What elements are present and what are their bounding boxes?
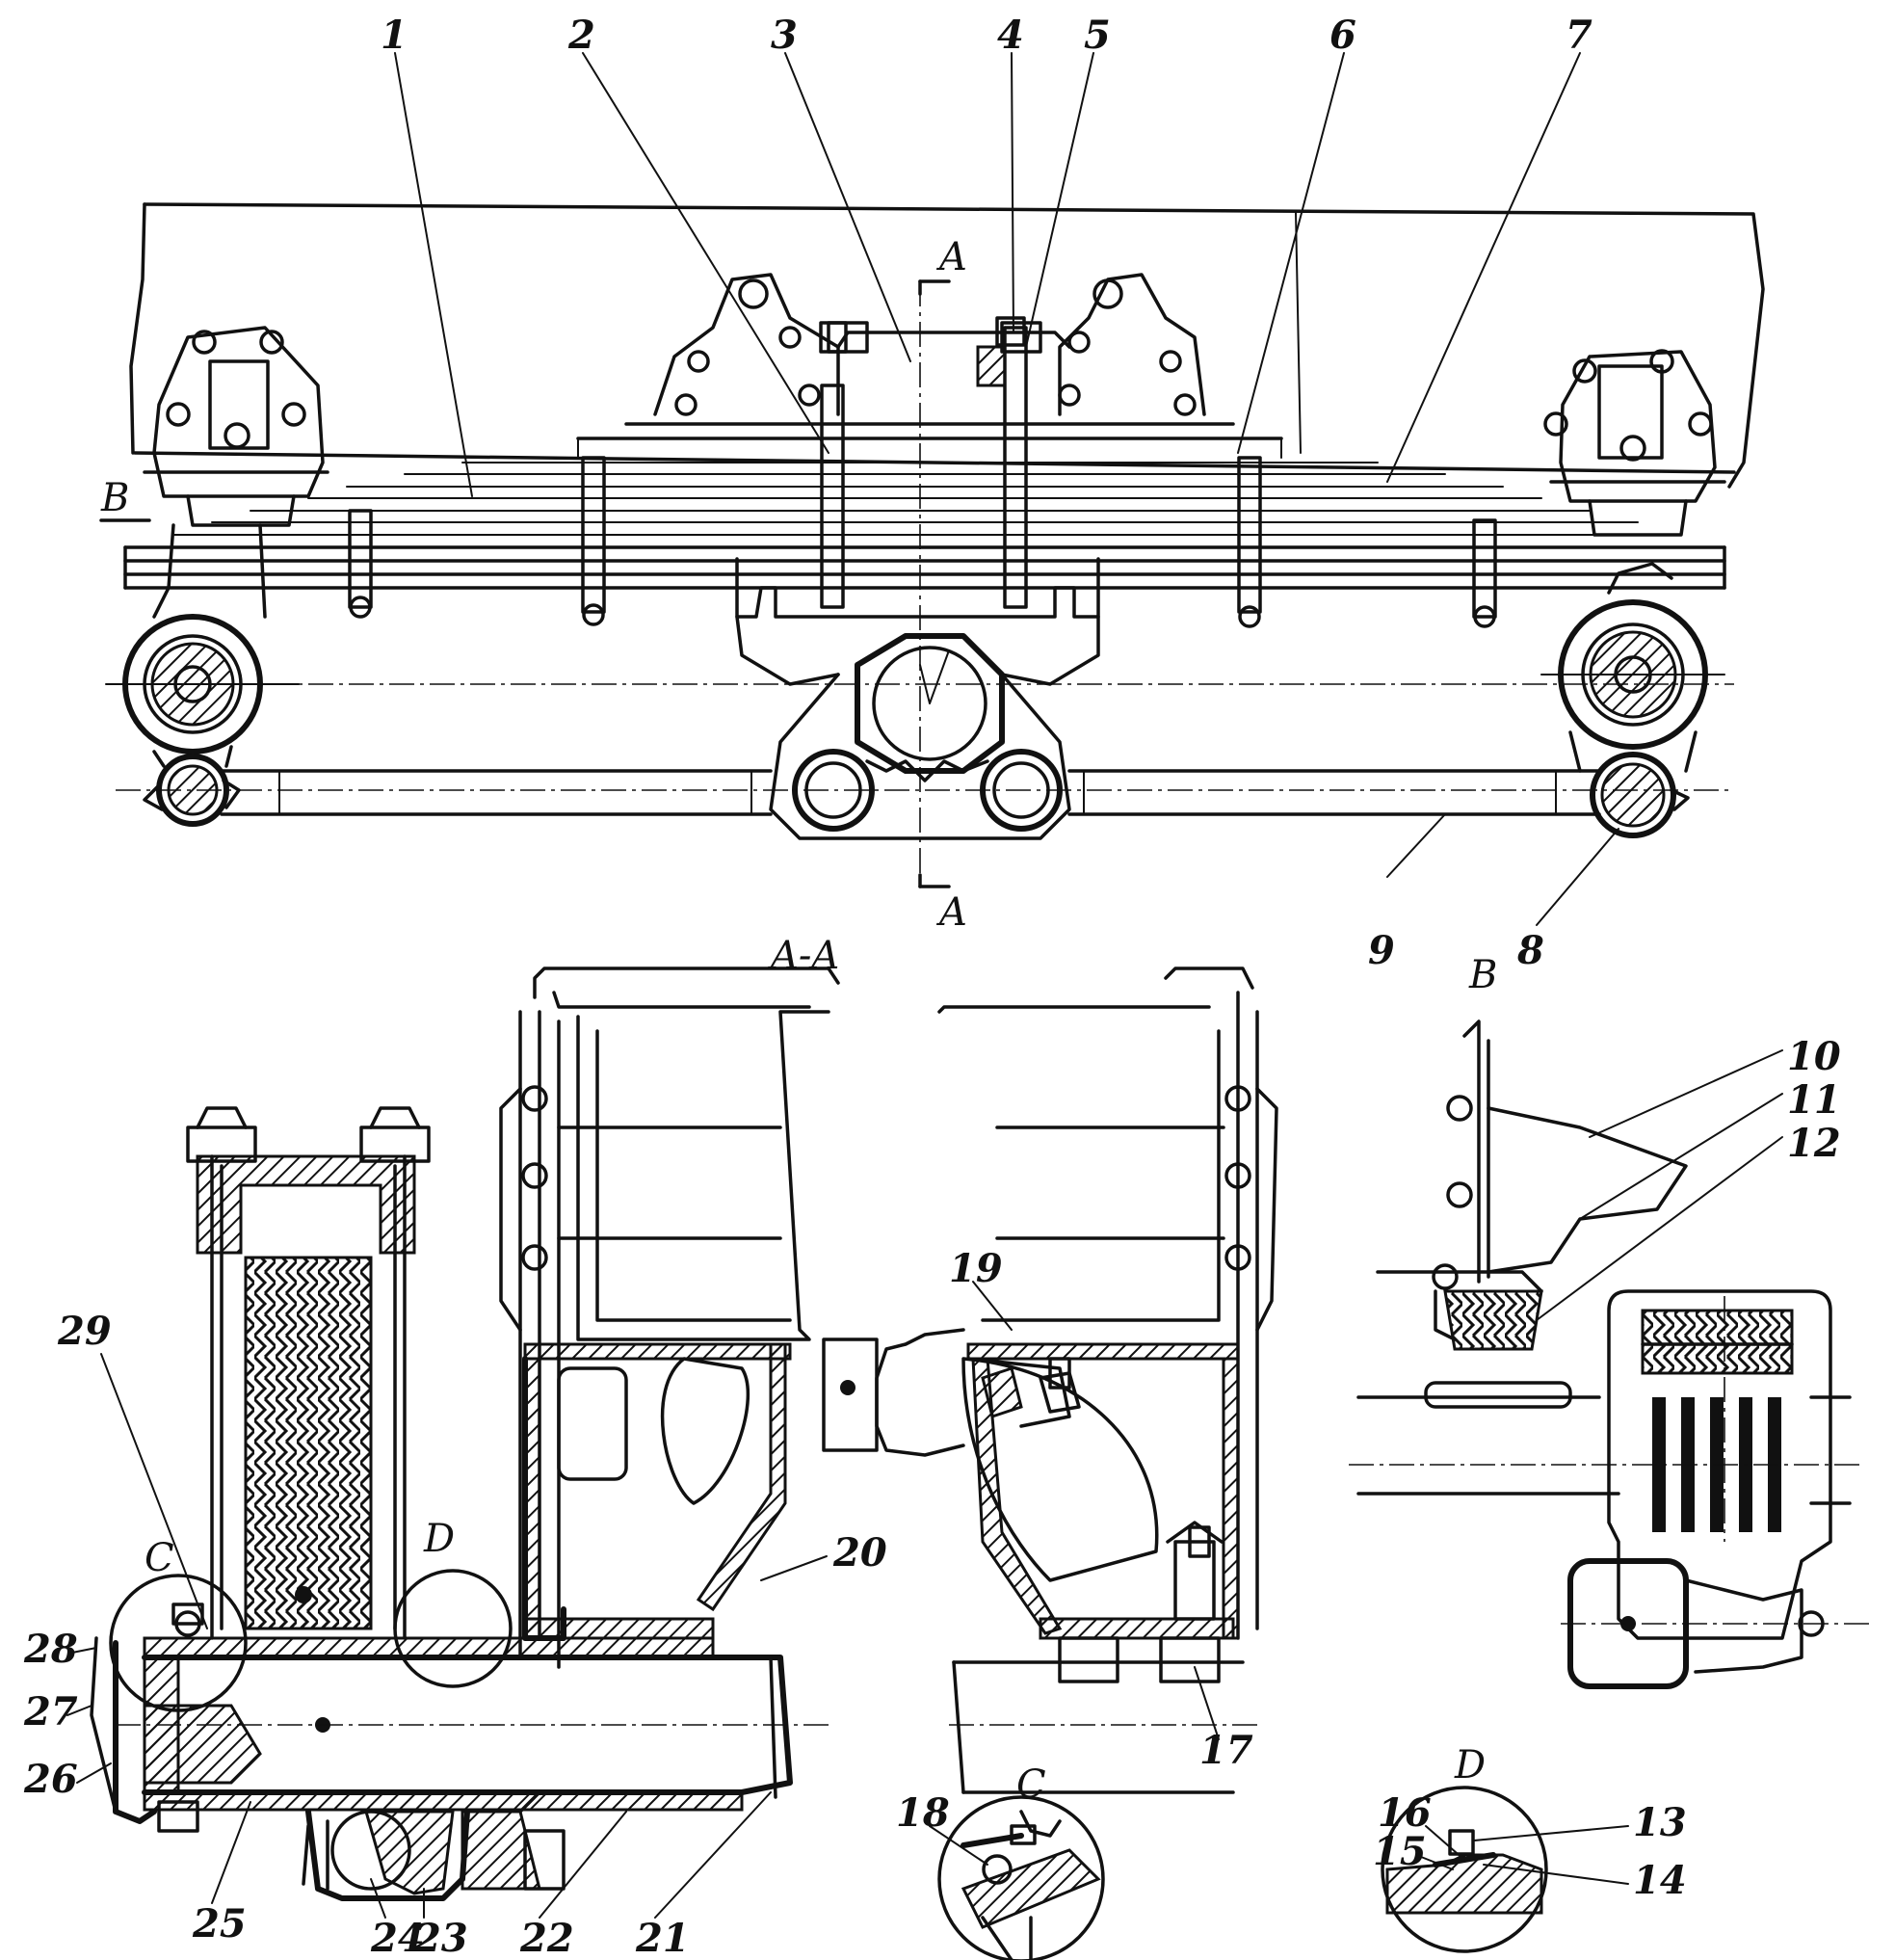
- reaction-rods: [220, 769, 1601, 816]
- label-23: 23: [413, 1916, 468, 1960]
- u-bolts: [819, 316, 1028, 609]
- spring-clamps: [348, 456, 1497, 628]
- detail-d-title: D: [1454, 1743, 1486, 1788]
- section-a-top: A: [935, 235, 967, 279]
- view-b: [1349, 1020, 1869, 1689]
- label-9: 9: [1368, 928, 1395, 973]
- marker-b: B: [100, 476, 129, 520]
- label-26: 26: [23, 1757, 78, 1802]
- main-side-view: [99, 52, 1765, 926]
- leaf-spring-pack: [123, 422, 1726, 590]
- label-20: 20: [832, 1530, 887, 1576]
- left-spring-bracket: [143, 326, 329, 527]
- section-labels: A A B A-A B C D C D: [100, 235, 1497, 1807]
- leader-lines-top: [394, 52, 1619, 926]
- label-10: 10: [1787, 1034, 1841, 1079]
- label-5: 5: [1084, 13, 1111, 58]
- marker-d: D: [423, 1517, 455, 1561]
- label-3: 3: [771, 13, 798, 58]
- right-hub-assembly: [1540, 562, 1725, 838]
- detail-d: [1381, 1786, 1629, 1953]
- label-15: 15: [1373, 1829, 1427, 1874]
- label-22: 22: [519, 1916, 574, 1960]
- label-24: 24: [370, 1916, 425, 1960]
- view-b-title: B: [1468, 953, 1497, 997]
- right-spring-bracket: [1543, 349, 1726, 537]
- label-28: 28: [23, 1627, 78, 1672]
- label-29: 29: [57, 1309, 112, 1354]
- view-b-slots: [1652, 1397, 1781, 1532]
- leader-lines-bottom: [66, 1049, 1783, 1919]
- label-1: 1: [381, 13, 408, 58]
- label-16: 16: [1378, 1790, 1432, 1836]
- detail-c-title: C: [1016, 1762, 1046, 1807]
- trunnion-brackets: [653, 273, 1206, 416]
- section-a-a-title: A-A: [767, 934, 839, 978]
- label-17: 17: [1199, 1728, 1253, 1773]
- label-7: 7: [1566, 13, 1592, 58]
- label-27: 27: [23, 1689, 78, 1735]
- label-13: 13: [1633, 1800, 1687, 1845]
- label-6: 6: [1329, 13, 1356, 58]
- label-18: 18: [896, 1790, 950, 1836]
- label-25: 25: [192, 1901, 247, 1947]
- label-11: 11: [1787, 1077, 1841, 1123]
- trunnion-housing: [735, 557, 1100, 840]
- centre-lines: [99, 279, 1734, 888]
- section-a-a: [90, 967, 1278, 1901]
- label-14: 14: [1633, 1858, 1687, 1903]
- detail-c: [937, 1795, 1105, 1960]
- marker-c: C: [145, 1536, 174, 1580]
- label-19: 19: [949, 1246, 1003, 1291]
- left-hub-assembly: [105, 523, 300, 827]
- section-a-bottom: A: [935, 890, 967, 935]
- label-8: 8: [1516, 928, 1544, 973]
- label-4: 4: [997, 13, 1024, 58]
- label-2: 2: [567, 13, 595, 58]
- label-12: 12: [1787, 1121, 1841, 1166]
- part-number-labels: 1 2 3 4 5 6 7 8 9 10 11 12 13 14 15 16 1…: [23, 13, 1841, 1960]
- label-21: 21: [635, 1916, 690, 1960]
